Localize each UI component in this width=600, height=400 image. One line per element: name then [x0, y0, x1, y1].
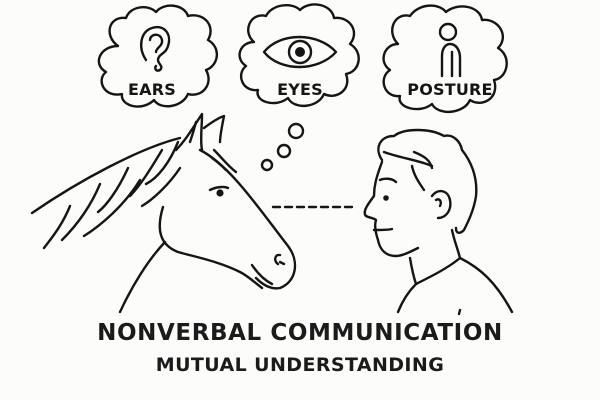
- person-icon: [440, 42, 462, 78]
- bubble-label-ears: EARS: [128, 80, 176, 99]
- cloud-outline: [382, 4, 508, 113]
- main-title: NONVERBAL COMMUNICATION: [97, 320, 503, 346]
- eye-icon: [262, 35, 338, 69]
- thought-bubble-ears: [97, 4, 218, 108]
- bubble-label-posture: POSTURE: [407, 80, 493, 99]
- cloud-outline: [238, 3, 360, 107]
- thought-bubble-eyes: [238, 3, 360, 107]
- cloud-outline: [97, 4, 218, 108]
- thought-dots: [260, 122, 305, 172]
- thought-bubble-posture: [382, 4, 508, 113]
- iris-ring: [287, 39, 313, 65]
- ear-icon: [140, 25, 171, 72]
- horse-head: [30, 112, 297, 314]
- pupil: [295, 47, 305, 57]
- person-head: [363, 128, 514, 316]
- bubble-label-eyes: EYES: [277, 80, 323, 99]
- person-icon-head: [438, 22, 458, 42]
- subtitle: MUTUAL UNDERSTANDING: [155, 354, 445, 376]
